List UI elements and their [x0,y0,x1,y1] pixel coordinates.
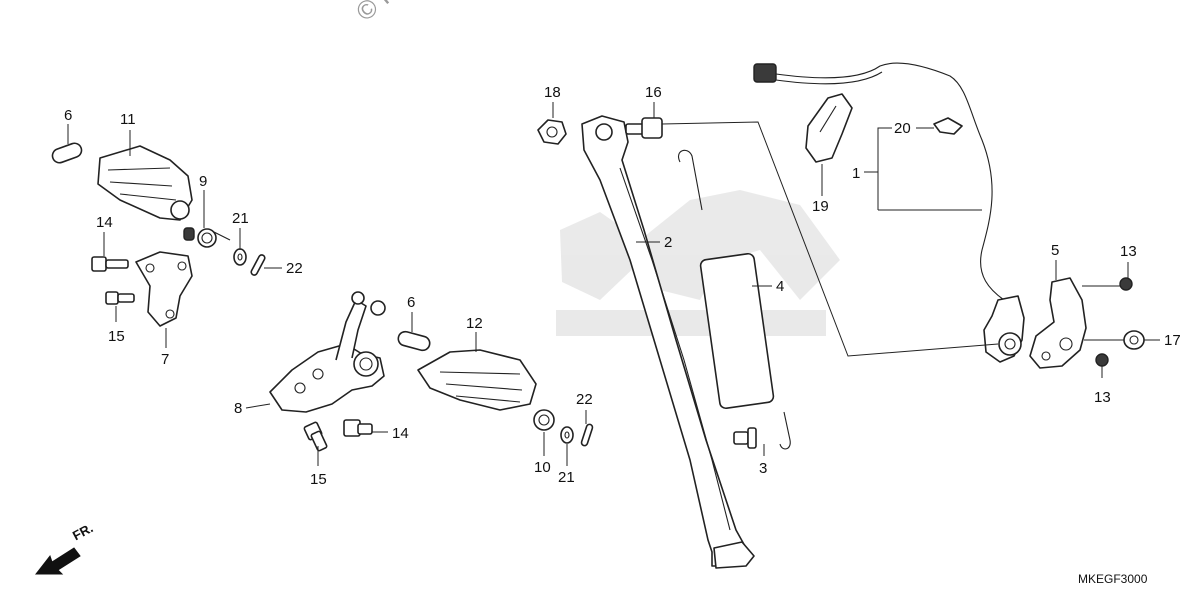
label-13-upper: 13 [1120,243,1137,260]
bolt-15-lower [303,421,328,452]
leader-lines [67,102,1160,466]
label-2: 2 [664,234,672,251]
label-5: 5 [1051,242,1059,259]
label-8: 8 [234,400,242,417]
protector-19 [805,93,853,163]
label-6-lower: 6 [407,294,415,311]
bracket-7 [135,251,193,327]
label-1: 1 [852,165,860,182]
label-3: 3 [759,460,767,477]
clip-20 [933,117,963,135]
label-22-lower: 22 [576,391,593,408]
spring-9-upper [197,228,231,248]
cotter-pin-22-lower [580,423,594,447]
label-15-upper: 15 [108,328,125,345]
bolt-14-upper [91,256,129,272]
label-14-upper: 14 [96,214,113,231]
label-21-lower: 21 [558,469,575,486]
label-21-upper: 21 [232,210,249,227]
label-16: 16 [645,84,662,101]
bolt-13-upper [1119,277,1133,291]
part-labels: 1 2 3 4 5 6 6 7 8 9 10 11 12 13 13 14 14… [64,84,1181,488]
label-18: 18 [544,84,561,101]
washer-21-upper [233,248,247,266]
drawing-code: MKEGF3000 [1078,572,1148,586]
label-10: 10 [534,459,551,476]
label-11: 11 [120,111,136,128]
bracket-8 [269,291,386,413]
label-4: 4 [776,278,784,295]
switch-body [983,295,1025,363]
background-emblem [556,190,840,336]
label-9: 9 [199,173,207,190]
label-13-lower: 13 [1094,389,1111,406]
washer-21-lower [560,426,574,444]
cotter-pin-22-upper [250,254,266,276]
spring-4 [678,149,791,450]
bolt-13-lower [1095,353,1109,367]
nut-18 [537,119,567,145]
label-14-lower: 14 [392,425,409,442]
plate-5 [1029,277,1087,369]
front-direction-arrow-icon [34,547,81,575]
label-19: 19 [812,198,829,215]
bolt-14-lower [343,419,373,437]
footpeg-12 [417,349,537,411]
label-6-upper: 6 [64,107,72,124]
footpeg-pin-6-lower [397,330,431,352]
label-17: 17 [1164,332,1181,349]
label-15-lower: 15 [310,471,327,488]
pivot-bolt-16 [625,117,663,139]
side-stand-2 [581,115,755,569]
collar-17 [1123,330,1145,350]
label-20: 20 [894,120,911,137]
pin-3 [733,427,757,449]
bolt-15-upper [105,291,135,305]
switch-harness-1 [753,62,1005,301]
spring-10 [533,409,555,431]
footpeg-11 [97,145,195,241]
label-12: 12 [466,315,483,332]
label-22-upper: 22 [286,260,303,277]
footpeg-pin-6-upper [51,142,83,164]
label-7: 7 [161,351,169,368]
